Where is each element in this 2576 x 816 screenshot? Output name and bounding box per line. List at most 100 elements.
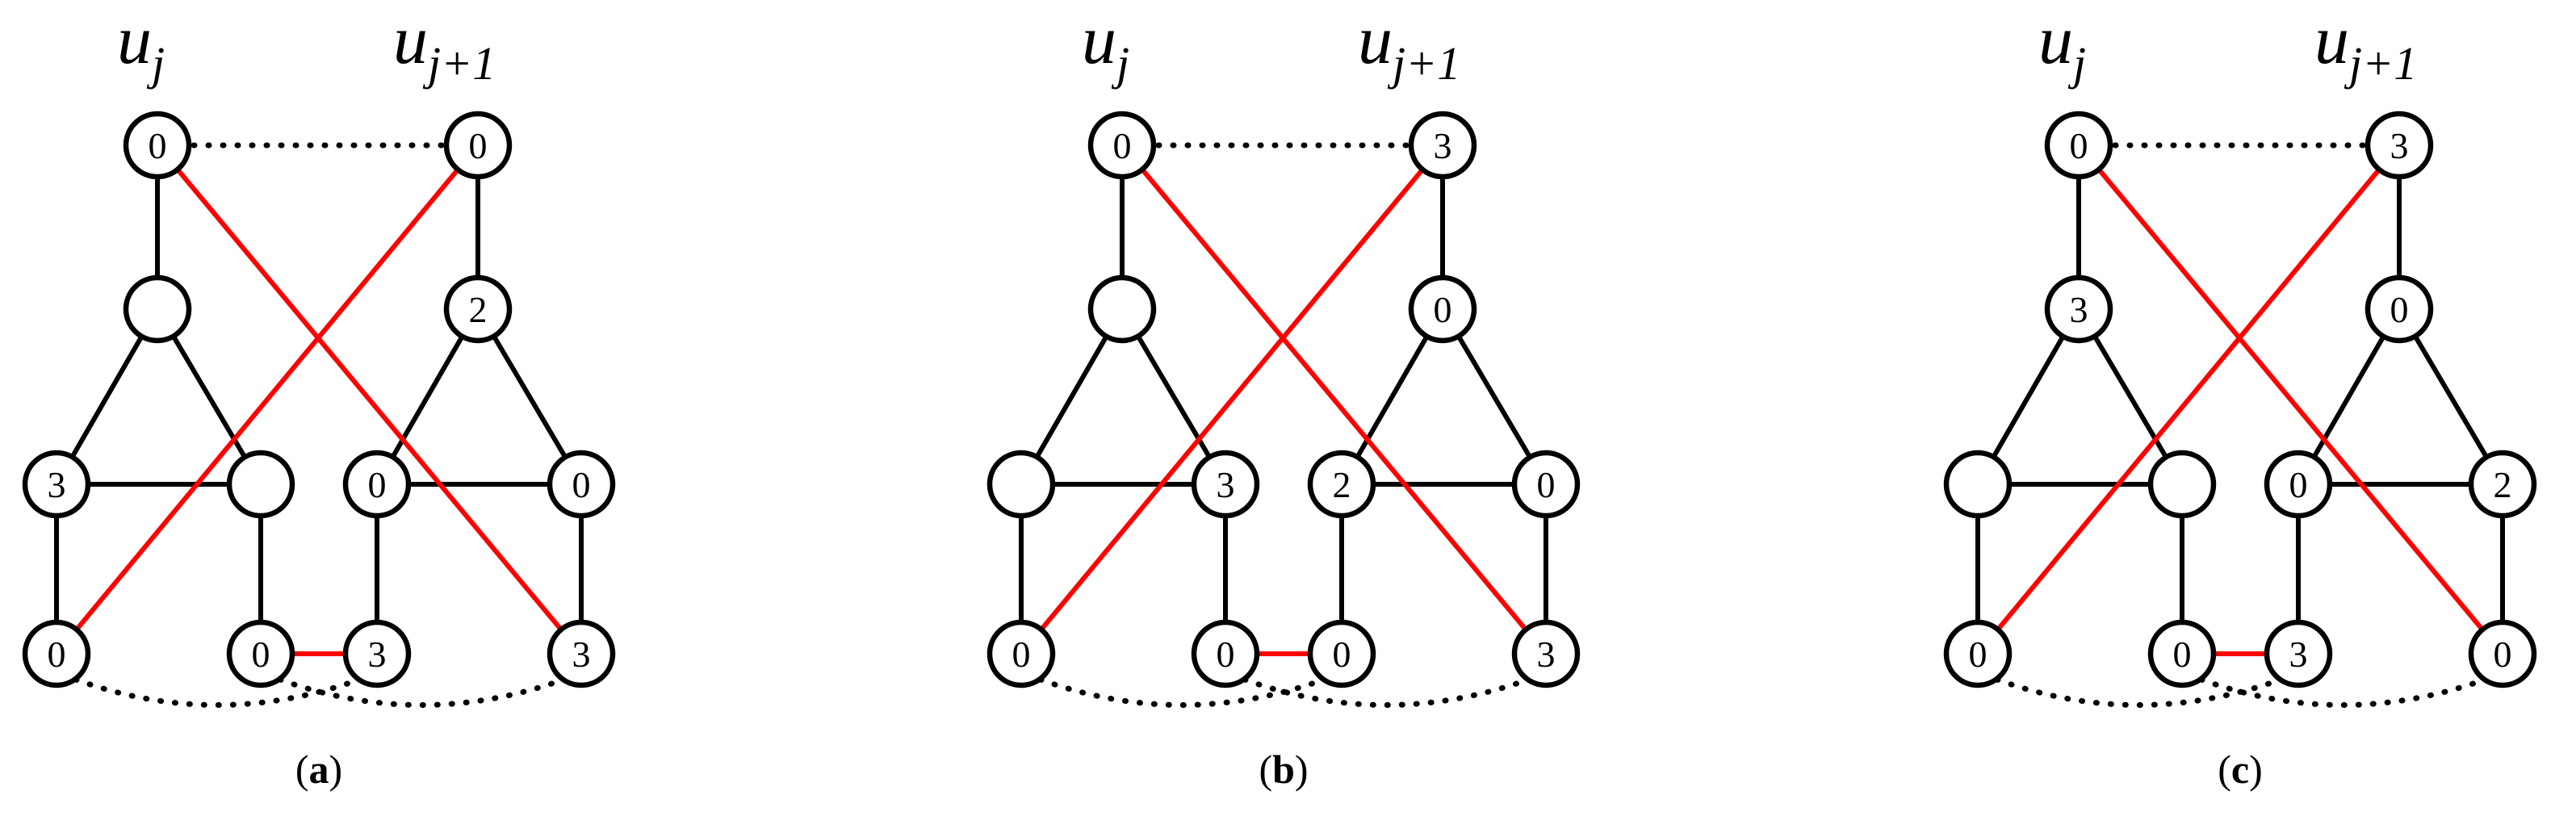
node-label: 3 — [48, 464, 66, 505]
node-bot_2: 0 — [1191, 619, 1260, 688]
node-circle — [547, 619, 616, 688]
label-base: u — [117, 1, 152, 78]
node-label: 0 — [368, 464, 387, 505]
node-bot_2: 0 — [226, 619, 295, 688]
node-label: 0 — [572, 464, 591, 505]
node-label: 3 — [2070, 289, 2088, 330]
vertex-label-right: uj+1 — [2314, 1, 2417, 90]
dotted-arc-right — [1242, 676, 1531, 708]
node-bot_3: 3 — [342, 619, 412, 688]
node-circle — [2147, 619, 2217, 688]
node-circle — [986, 619, 1056, 688]
node-circle — [22, 450, 91, 519]
vertex-label-left: uj — [117, 1, 165, 90]
node-row3_3: 0 — [342, 450, 412, 519]
node-label: 0 — [2173, 634, 2192, 675]
node-row3_1 — [1943, 450, 2013, 519]
caption-letter: b — [1272, 747, 1295, 792]
node-circle — [123, 111, 192, 180]
label-base: u — [1358, 1, 1393, 78]
node-bot_4: 3 — [1511, 619, 1581, 688]
node-circle — [342, 619, 412, 688]
node-circle — [2147, 450, 2217, 519]
node-circle — [547, 450, 616, 519]
node-bot_4: 3 — [547, 619, 616, 688]
node-circle — [123, 274, 192, 344]
node-label: 3 — [572, 634, 591, 675]
node-label: 2 — [2494, 464, 2512, 505]
node-label: 3 — [2390, 125, 2409, 166]
panel-caption: (a) — [295, 747, 342, 792]
vertex-label-left: uj — [2038, 1, 2086, 90]
node-circle — [1087, 274, 1157, 344]
node-row3_4: 0 — [1511, 450, 1581, 519]
node-row3_1: 3 — [22, 450, 91, 519]
node-circle — [986, 450, 1056, 519]
node-row3_2 — [2147, 450, 2217, 519]
node-circle — [2364, 111, 2434, 180]
node-circle — [2468, 450, 2537, 519]
node-top_right: 3 — [1408, 111, 1477, 180]
node-label: 0 — [2289, 464, 2308, 505]
node-circle — [1511, 450, 1581, 519]
node-row3_3: 2 — [1307, 450, 1376, 519]
node-label: 3 — [1217, 464, 1235, 505]
node-label: 0 — [1333, 634, 1351, 675]
caption-close: ) — [1295, 747, 1309, 792]
node-row3_2 — [226, 450, 295, 519]
node-label: 0 — [2494, 634, 2512, 675]
caption-close: ) — [329, 747, 343, 792]
caption-close: ) — [2249, 747, 2263, 792]
node-circle — [226, 619, 295, 688]
node-circle — [2264, 450, 2333, 519]
node-mid_right: 0 — [2364, 274, 2434, 344]
node-circle — [1943, 619, 2013, 688]
node-circle — [2468, 619, 2537, 688]
node-circle — [226, 450, 295, 519]
node-circle — [2264, 619, 2333, 688]
node-label: 0 — [252, 634, 270, 675]
node-bot_1: 0 — [1943, 619, 2013, 688]
label-subscript: j+1 — [422, 37, 496, 90]
label-base: u — [2038, 1, 2073, 78]
node-row3_3: 0 — [2264, 450, 2333, 519]
node-label: 0 — [469, 125, 488, 166]
vertex-label-right: uj+1 — [393, 1, 496, 90]
red-edge-top_left-bot_4 — [155, 143, 584, 656]
node-mid_left — [123, 274, 192, 344]
node-circle — [342, 450, 412, 519]
node-circle — [443, 111, 513, 180]
node-circle — [2364, 274, 2434, 344]
caption-open: ( — [1259, 747, 1272, 792]
node-label: 3 — [368, 634, 387, 675]
red-edge-top_right-bot_1 — [1975, 143, 2402, 656]
node-bot_3: 0 — [1307, 619, 1376, 688]
panel-caption: (b) — [1259, 747, 1308, 792]
node-circle — [1408, 274, 1477, 344]
dotted-arc-left — [73, 676, 362, 708]
node-circle — [1191, 619, 1260, 688]
node-circle — [1307, 450, 1376, 519]
node-circle — [22, 619, 91, 688]
node-bot_1: 0 — [986, 619, 1056, 688]
node-label: 0 — [1969, 634, 1987, 675]
red-edge-top_right-bot_1 — [1019, 143, 1445, 656]
node-label: 0 — [2390, 289, 2409, 330]
label-base: u — [2314, 1, 2349, 78]
node-label: 0 — [48, 634, 66, 675]
node-mid_right: 0 — [1408, 274, 1477, 344]
red-edge-top_left-bot_4 — [2076, 143, 2505, 656]
node-circle — [1511, 619, 1581, 688]
label-subscript: j+1 — [2344, 37, 2417, 90]
node-circle — [1943, 450, 2013, 519]
node-row3_4: 2 — [2468, 450, 2537, 519]
node-mid_left — [1087, 274, 1157, 344]
node-row3_1 — [986, 450, 1056, 519]
node-top_left: 0 — [1087, 111, 1157, 180]
node-label: 3 — [2289, 634, 2308, 675]
dotted-arc-left — [1037, 676, 1327, 708]
node-circle — [1191, 450, 1260, 519]
red-edge-top_left-bot_4 — [1120, 143, 1548, 656]
